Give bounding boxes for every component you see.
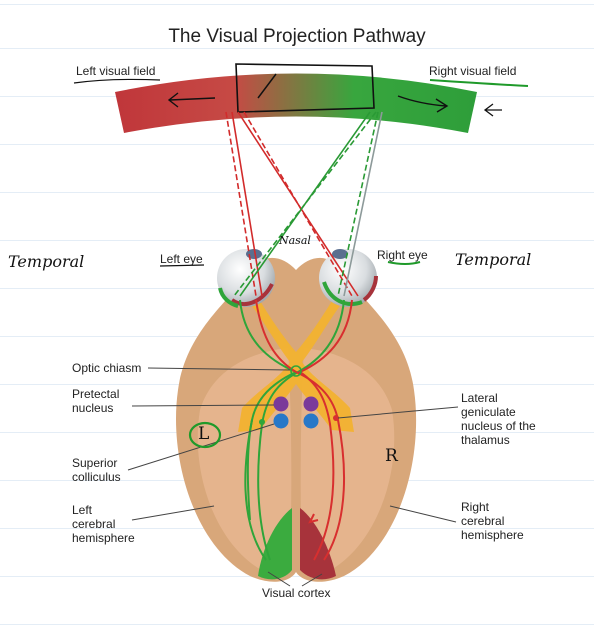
field-right-arrow [397, 95, 449, 113]
left-pretectal-dot [273, 396, 289, 412]
left-field-underline [73, 78, 161, 84]
field-overlap-box [235, 63, 375, 113]
right-colliculus-dot [303, 413, 319, 429]
left-visual-cortex [258, 508, 292, 580]
light-rays [225, 111, 383, 297]
right-lgn-dot [333, 415, 339, 421]
right-hemisphere-marker: R [385, 446, 398, 466]
optic-chiasm-marker [290, 365, 302, 377]
left-cerebral-hemisphere-label: Left cerebral hemisphere [72, 503, 135, 545]
left-hemisphere-marker: L [198, 424, 210, 444]
left-visual-field-label: Left visual field [76, 64, 156, 78]
visual-cortex-label: Visual cortex [262, 586, 331, 600]
lateral-geniculate-nucleus-label: Lateral geniculate nucleus of the thalam… [461, 391, 536, 447]
page-title: The Visual Projection Pathway [168, 26, 426, 47]
nasal-annotation: Nasal [279, 234, 311, 247]
right-eye-label: Right eye [377, 248, 428, 262]
leader-lines [127, 367, 459, 587]
left-eye-graphic [217, 249, 275, 308]
right-eye-underline [387, 261, 421, 265]
right-field-underline [429, 79, 529, 87]
green-pathway [239, 299, 345, 561]
field-slash-mark [257, 73, 277, 99]
visual-field-band [115, 73, 477, 133]
right-pretectal-dot [303, 396, 319, 412]
left-marker-circle [188, 421, 222, 449]
red-pathway [255, 299, 353, 561]
right-visual-field-label: Right visual field [429, 64, 517, 78]
left-colliculus-dot [273, 413, 289, 429]
pretectal-nucleus-label: Pretectal nucleus [72, 387, 120, 415]
left-lgn-dot [259, 419, 265, 425]
right-visual-cortex [300, 508, 336, 580]
temporal-left-annotation: Temporal [8, 252, 85, 271]
right-cerebral-hemisphere-label: Right cerebral hemisphere [461, 500, 524, 542]
superior-colliculus-label: Superior colliculus [72, 456, 121, 484]
right-side-arrow [483, 103, 502, 117]
field-left-arrow [167, 92, 216, 108]
left-eye-underline [159, 264, 205, 267]
temporal-right-annotation: Temporal [455, 250, 532, 269]
optic-chiasm-label: Optic chiasm [72, 361, 142, 375]
optic-tract-region [238, 294, 354, 432]
left-eye-label: Left eye [160, 252, 203, 266]
